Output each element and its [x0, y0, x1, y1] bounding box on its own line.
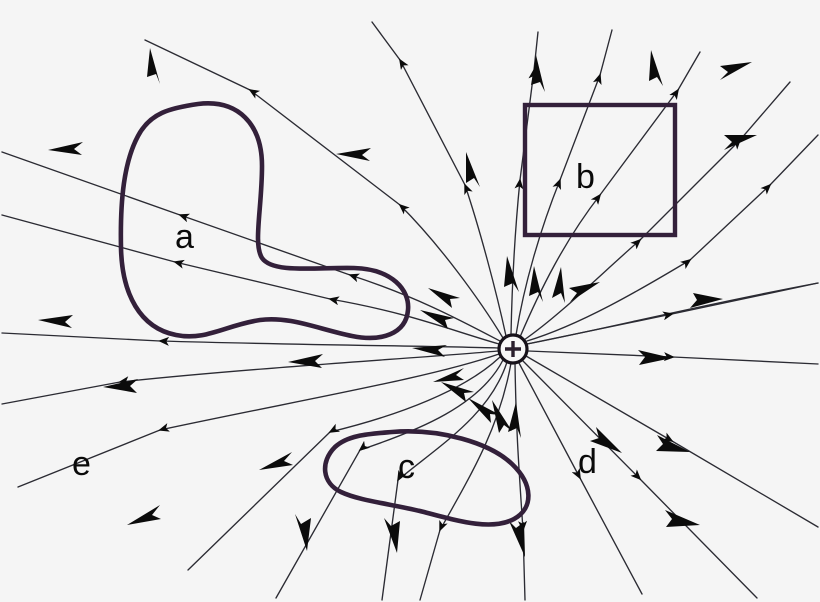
arrowhead-icon — [552, 267, 565, 303]
surface-b-outline[interactable] — [522, 102, 678, 238]
arrowhead-icon — [724, 135, 757, 150]
arrowhead-icon — [531, 55, 545, 92]
field-line — [510, 31, 539, 336]
arrowhead-icon — [656, 435, 690, 452]
arrowhead-icon — [529, 266, 543, 302]
arrowhead-icon — [48, 142, 83, 155]
label-e: e — [72, 445, 91, 483]
field-line — [527, 350, 819, 365]
field-line — [1, 151, 501, 342]
arrowhead-icon — [412, 345, 447, 357]
arrowhead-icon — [384, 518, 400, 553]
arrowhead-icon — [295, 514, 311, 551]
arrowhead-icon — [147, 48, 160, 84]
field-line — [518, 362, 643, 595]
arrowhead-icon — [38, 315, 73, 328]
arrowhead-icon — [433, 368, 464, 382]
point-charge[interactable] — [497, 333, 529, 365]
arrowhead-icon — [504, 256, 519, 292]
field-line — [523, 81, 791, 341]
arrowhead-icon — [103, 379, 138, 393]
arrowhead-icon — [420, 310, 454, 329]
plus-icon — [505, 341, 521, 357]
field-line — [1, 214, 500, 345]
field-line — [187, 356, 501, 571]
arrowhead-icon — [508, 402, 521, 438]
field-line — [371, 21, 507, 337]
arrowhead-icon — [569, 282, 600, 302]
field-line — [144, 39, 504, 339]
field-arrowheads-group — [38, 48, 757, 557]
field-line — [17, 353, 500, 488]
label-c: c — [398, 448, 415, 486]
arrowhead-icon — [649, 50, 663, 86]
arrowhead-icon — [259, 452, 293, 470]
arrowhead-icon — [468, 398, 500, 423]
surface-a-outline[interactable] — [118, 101, 411, 341]
field-line — [1, 332, 499, 349]
arrowhead-icon — [720, 62, 752, 80]
field-line — [515, 29, 613, 336]
field-line — [514, 362, 528, 601]
field-line — [1, 350, 499, 405]
arrowhead-icon — [466, 152, 480, 187]
field-line — [525, 355, 819, 528]
field-line — [519, 51, 701, 338]
field-line — [526, 282, 819, 345]
arrowhead-icon — [590, 427, 622, 453]
arrowhead-icon — [509, 521, 525, 557]
field-line — [275, 359, 504, 599]
arrowhead-icon — [638, 350, 672, 365]
arrowhead-icon — [665, 510, 700, 527]
arrowhead-icon — [492, 400, 512, 433]
surface-c-outline[interactable] — [322, 429, 531, 527]
label-d: d — [578, 443, 597, 481]
arrowhead-icon — [127, 505, 161, 525]
arrowhead-icon — [288, 354, 323, 368]
field-line — [526, 134, 819, 342]
label-a: a — [175, 218, 194, 256]
field-line — [381, 361, 508, 601]
arrowhead-icon — [428, 288, 460, 308]
label-b: b — [576, 158, 595, 196]
arrowhead-icon — [690, 293, 723, 308]
arrowhead-icon — [336, 148, 371, 161]
field-line — [522, 360, 758, 599]
arrowhead-icon — [441, 382, 474, 402]
